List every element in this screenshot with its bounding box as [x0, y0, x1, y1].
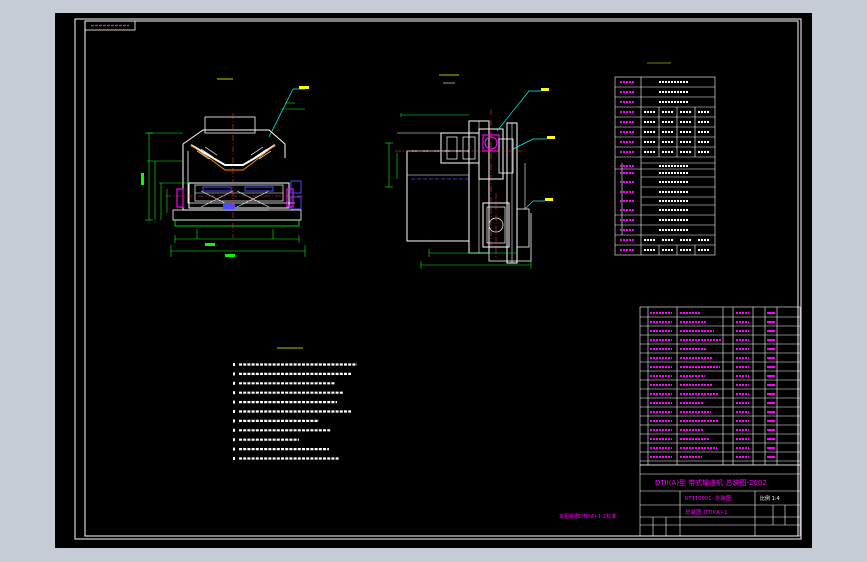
note-bullet: [233, 410, 235, 413]
cross-section-view: [141, 78, 309, 257]
side-drive-view: [385, 74, 555, 269]
note-bullet: [233, 457, 235, 460]
bill-of-materials: [639, 306, 801, 466]
note-bullet: [233, 438, 235, 442]
drawing-title: DTII(A)型 带式输送机 总装图-2002: [655, 478, 767, 487]
note-bullet: [233, 381, 235, 385]
drawing-sheet: 本图依据DTII(A)-1-2标准: [74, 18, 802, 540]
note-bullet: [233, 400, 235, 404]
parameter-table: [614, 62, 716, 256]
note-bullet: [233, 363, 235, 366]
cad-viewport[interactable]: 本图依据DTII(A)-1-2标准: [55, 13, 812, 548]
notes-text-lines: [233, 363, 357, 460]
bom-rows: [640, 312, 800, 462]
note-bullet: [233, 447, 235, 451]
drawing-scale: 比例 1:4: [760, 495, 780, 502]
parameter-table-cells: [620, 81, 709, 251]
title-block: DTII(A)型 带式输送机 总装图-2002 DTII0001-总装图 比例 …: [639, 464, 801, 537]
note-bullet: [233, 372, 235, 376]
notes-footer: 本图依据DTII(A)-1-2标准: [559, 513, 616, 520]
outer-frame: [74, 18, 802, 540]
note-bullet: [233, 419, 235, 423]
drawing-ref: 总装图 DTII(A)-1: [685, 508, 728, 516]
note-bullet: [233, 428, 235, 432]
drawing-number: DTII0001-总装图: [685, 494, 732, 502]
technical-notes: 本图依据DTII(A)-1-2标准: [233, 347, 616, 520]
inner-frame: [84, 20, 799, 537]
note-bullet: [233, 391, 235, 395]
corner-tag: [84, 20, 136, 31]
